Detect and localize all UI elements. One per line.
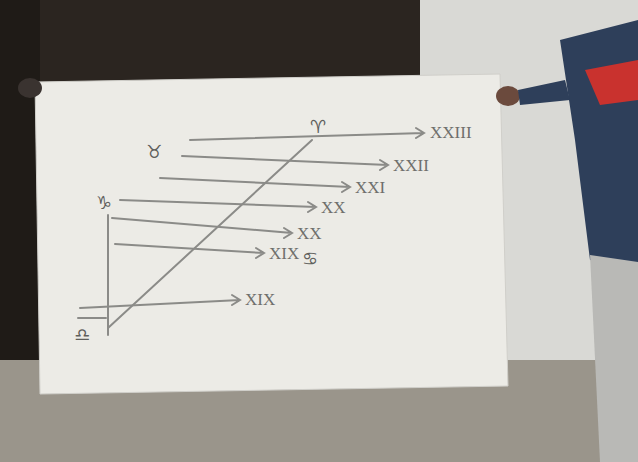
zodiac-symbol: ♉ <box>146 143 162 161</box>
person-trousers <box>590 255 638 462</box>
arrow-line <box>115 244 264 258</box>
arrow-line <box>182 156 388 170</box>
roman-numeral: XX <box>321 199 346 216</box>
roman-numeral: XIX <box>245 291 275 308</box>
paper-sheet <box>35 74 508 394</box>
roman-numeral: XXI <box>355 179 385 196</box>
arrow-line <box>120 200 316 212</box>
roman-numeral: XIX <box>269 245 299 262</box>
person-jacket <box>560 20 638 270</box>
red-object <box>585 60 638 105</box>
arrow-line <box>160 178 350 192</box>
base-tick <box>78 317 106 319</box>
vertical-axis <box>107 215 109 335</box>
arrow-line <box>112 218 292 238</box>
zodiac-symbol: ♑ <box>96 194 112 212</box>
right-hand <box>496 86 520 106</box>
roman-numeral: XXIII <box>430 124 472 141</box>
dark-wall-edge <box>0 0 40 360</box>
zodiac-symbol: ♎ <box>74 326 90 344</box>
right-sleeve <box>518 80 570 105</box>
zodiac-symbol: ♋ <box>302 250 318 268</box>
roman-numeral: XX <box>297 225 322 242</box>
arrow-line <box>190 128 424 140</box>
pencil-lines <box>78 128 424 335</box>
zodiac-symbol: ♈ <box>310 118 326 136</box>
roman-numeral: XXII <box>393 157 429 174</box>
left-hand <box>18 78 42 98</box>
arrow-line <box>80 295 240 308</box>
diagonal-line <box>108 140 312 328</box>
